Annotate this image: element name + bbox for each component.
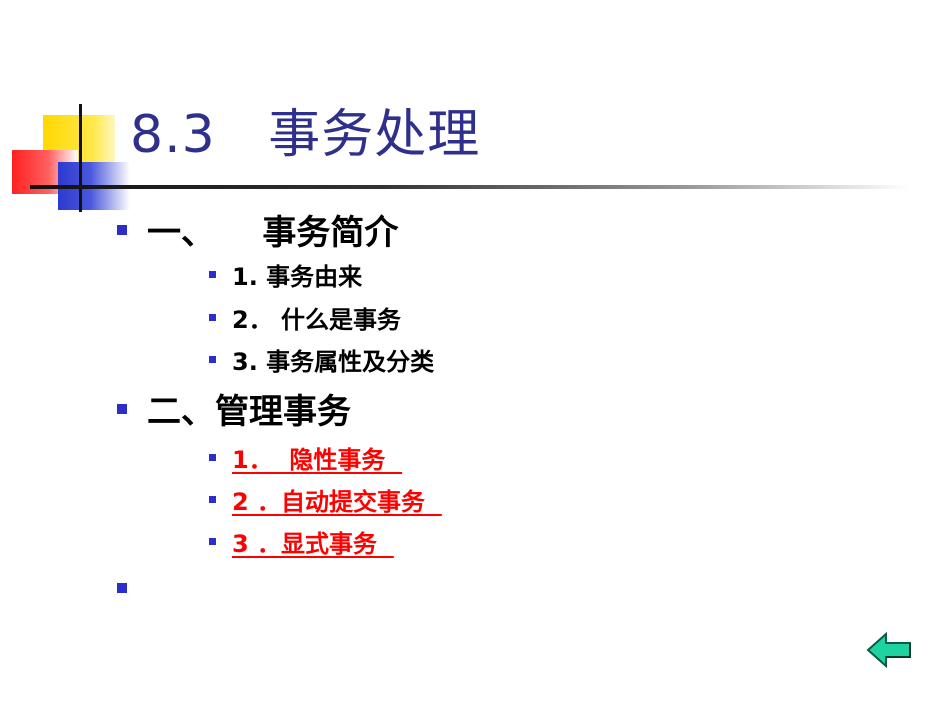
link-implicit-transaction[interactable]: 1． 隐性事务	[232, 446, 403, 474]
back-arrow-icon[interactable]	[866, 631, 912, 669]
bullet-square-icon	[209, 538, 216, 545]
section-heading-1: 一、 事务简介	[117, 205, 398, 254]
section-heading-2: 二、管理事务	[117, 384, 351, 433]
decor-vertical-line	[79, 104, 82, 212]
list-item: 3. 事务属性及分类	[209, 342, 434, 377]
link-explicit-transaction[interactable]: 3 ．显式事务	[232, 530, 394, 558]
link-autocommit-transaction[interactable]: 2 ．自动提交事务	[232, 488, 442, 516]
section-heading-1-text: 一、 事务简介	[147, 213, 399, 253]
bullet-square-icon	[209, 271, 216, 278]
list-item-link[interactable]: 2 ．自动提交事务	[209, 482, 442, 517]
title-underline	[30, 185, 910, 189]
list-item: 2． 什么是事务	[209, 300, 401, 335]
list-item-text: 3. 事务属性及分类	[232, 348, 435, 376]
bullet-square-icon	[209, 454, 216, 461]
empty-bullet-item	[117, 580, 147, 596]
list-item: 1. 事务由来	[209, 257, 362, 292]
bullet-square-icon	[209, 314, 216, 321]
bullet-square-icon	[117, 224, 127, 235]
list-item-text: 2． 什么是事务	[232, 306, 402, 334]
list-item-link[interactable]: 1． 隐性事务	[209, 440, 402, 475]
bullet-square-icon	[117, 583, 127, 593]
bullet-square-icon	[117, 403, 127, 414]
bullet-square-icon	[209, 356, 216, 363]
bullet-square-icon	[209, 496, 216, 503]
list-item-text: 1. 事务由来	[232, 263, 363, 291]
section-heading-2-text: 二、管理事务	[147, 392, 351, 432]
list-item-link[interactable]: 3 ．显式事务	[209, 524, 394, 559]
slide-title: 8.3 事务处理	[130, 105, 481, 165]
